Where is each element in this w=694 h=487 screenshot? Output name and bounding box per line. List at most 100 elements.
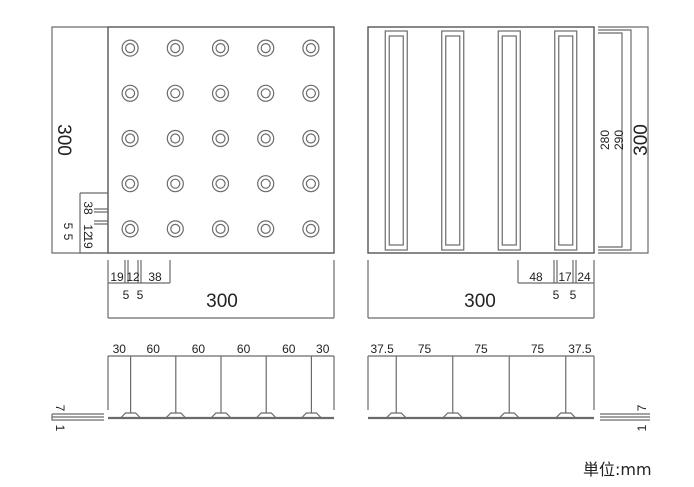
tactile-dot-outer bbox=[302, 129, 320, 148]
thickness-label: 7 bbox=[635, 404, 649, 411]
tactile-bar-outer bbox=[441, 30, 465, 251]
tactile-dot-inner bbox=[170, 88, 181, 99]
side-dim-label: 37.5 bbox=[370, 342, 394, 356]
bottom-dim-label: 17 bbox=[558, 270, 572, 284]
tactile-bump-profile bbox=[555, 412, 577, 419]
bottom-dims bbox=[367, 260, 595, 319]
bottom-subdim-label: 5 bbox=[137, 288, 144, 302]
line-tile-side-view: 37.5 75 75 75 37.5 bbox=[367, 342, 595, 420]
left-small-dims bbox=[79, 192, 108, 254]
tactile-dot-outer bbox=[121, 175, 139, 193]
tactile-dot-inner bbox=[215, 223, 226, 234]
tactile-dot-inner bbox=[260, 178, 271, 189]
width-dim-label: 300 bbox=[206, 291, 238, 312]
bottom-dim-label: 48 bbox=[529, 270, 543, 284]
bottom-dim-label: 38 bbox=[148, 270, 162, 284]
tactile-dot-outer bbox=[257, 39, 275, 57]
tactile-dot-inner bbox=[260, 42, 271, 54]
tactile-dot-outer bbox=[257, 175, 275, 193]
right-dim-brackets bbox=[598, 26, 649, 254]
side-dim-label: 30 bbox=[316, 342, 330, 356]
tactile-bar-outer bbox=[384, 30, 408, 251]
tactile-dot-outer bbox=[121, 39, 139, 57]
side-dim-label: 60 bbox=[237, 342, 251, 356]
bottom-subdim-label: 5 bbox=[123, 288, 130, 302]
tactile-dot-outer bbox=[211, 39, 230, 57]
tactile-dot-inner bbox=[215, 88, 226, 99]
thickness-label: 1 bbox=[635, 424, 649, 431]
tactile-bump-profile bbox=[120, 412, 142, 419]
bottom-small-dims bbox=[107, 260, 171, 318]
tactile-dot-outer bbox=[121, 220, 139, 238]
line-tile-plan: 280 290 300 48 17 24 5 5 300 bbox=[367, 26, 652, 319]
bottom-dim-label: 19 bbox=[110, 270, 124, 284]
tactile-dot-outer bbox=[166, 129, 184, 148]
side-dim-label: 37.5 bbox=[568, 342, 592, 356]
side-dim-label: 75 bbox=[474, 342, 488, 356]
tactile-dot-outer bbox=[257, 84, 275, 102]
line-tile-outline bbox=[367, 26, 595, 254]
height-dim-label: 300 bbox=[631, 124, 652, 156]
dot-tile-plan: 300 38 12 19 5 5 19 12 38 5 5 300 bbox=[51, 26, 335, 319]
tactile-bar-outer bbox=[554, 30, 578, 251]
tactile-dot-inner bbox=[305, 42, 316, 54]
left-dim-label: 19 bbox=[81, 235, 95, 249]
tactile-dot-outer bbox=[211, 220, 230, 238]
tactile-bar-inner bbox=[501, 35, 517, 246]
tactile-dot-outer bbox=[166, 39, 184, 57]
tactile-bar-inner bbox=[445, 35, 461, 246]
bar-length-label: 280 bbox=[598, 130, 612, 150]
tactile-dot-outer bbox=[211, 175, 230, 193]
dot-tile-outline bbox=[107, 26, 335, 254]
line-tile-thickness-profile bbox=[600, 413, 650, 421]
tactile-dot-outer bbox=[166, 220, 184, 238]
width-dim-label: 300 bbox=[464, 291, 496, 312]
tactile-dot-inner bbox=[170, 133, 181, 144]
side-dim-label: 75 bbox=[531, 342, 545, 356]
tactile-dot-outer bbox=[302, 39, 320, 57]
tactile-dot-inner bbox=[125, 133, 136, 144]
tactile-bump-profile bbox=[210, 412, 232, 419]
tactile-dot-inner bbox=[260, 133, 271, 144]
tactile-dot-inner bbox=[260, 223, 271, 234]
tactile-dot-outer bbox=[211, 129, 230, 148]
tactile-dot-inner bbox=[170, 223, 181, 234]
side-dim-label: 75 bbox=[418, 342, 432, 356]
tactile-dot-outer bbox=[257, 129, 275, 148]
tactile-bump-profile bbox=[300, 412, 322, 419]
tactile-dot-inner bbox=[305, 178, 316, 189]
tactile-bump-profile bbox=[385, 412, 407, 419]
left-subdim-label: 5 bbox=[61, 234, 75, 241]
width-dim-bracket bbox=[108, 260, 335, 319]
thickness-label: 7 bbox=[53, 405, 67, 412]
tactile-bump-profile bbox=[255, 412, 277, 419]
thickness-label: 1 bbox=[53, 425, 67, 432]
left-dim-label: 12 bbox=[81, 224, 95, 238]
tactile-bar-inner bbox=[388, 35, 404, 246]
bar-outer-length-label: 290 bbox=[612, 130, 626, 150]
tactile-dot-outer bbox=[166, 84, 184, 102]
bottom-dim-label: 24 bbox=[577, 270, 591, 284]
tactile-dot-inner bbox=[215, 133, 226, 144]
tactile-bar-outer bbox=[497, 30, 521, 251]
bottom-subdim-label: 5 bbox=[553, 288, 560, 302]
tactile-dot-outer bbox=[166, 175, 184, 193]
tactile-dot-inner bbox=[215, 42, 226, 54]
side-dim-label: 30 bbox=[113, 342, 127, 356]
bottom-subdim-label: 5 bbox=[570, 288, 577, 302]
tactile-dot-inner bbox=[125, 88, 136, 99]
tactile-dot-inner bbox=[125, 178, 136, 189]
tactile-dot-inner bbox=[125, 42, 136, 54]
height-dim-label: 300 bbox=[53, 124, 74, 156]
dot-tile-thickness-profile bbox=[51, 413, 104, 421]
tactile-dot-inner bbox=[305, 223, 316, 234]
tactile-dot-inner bbox=[215, 178, 226, 189]
tactile-dot-outer bbox=[121, 129, 139, 148]
tactile-dot-inner bbox=[170, 178, 181, 189]
tactile-bump-profile bbox=[498, 412, 520, 419]
unit-label: 単位:mm bbox=[583, 460, 652, 479]
side-dim-label: 60 bbox=[282, 342, 296, 356]
left-subdim-label: 5 bbox=[61, 223, 75, 230]
